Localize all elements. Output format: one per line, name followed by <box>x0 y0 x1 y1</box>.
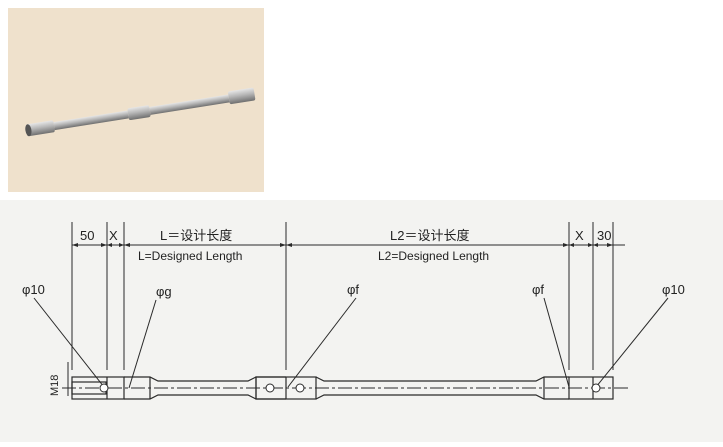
pin-hole <box>99 383 109 393</box>
pin-hole <box>295 383 305 393</box>
product-photo <box>8 8 264 192</box>
rod-outline <box>71 376 614 400</box>
dim-x-left: X <box>109 228 118 243</box>
label-phi10-right: φ10 <box>662 282 685 297</box>
dim-L-en: L=Designed Length <box>138 249 242 263</box>
drawing-canvas: 50 X L＝设计长度 L=Designed Length L2＝设计长度 L2… <box>0 200 723 442</box>
pin-hole <box>265 383 275 393</box>
dim-L2-en: L2=Designed Length <box>378 249 489 263</box>
drawing-background <box>0 200 723 442</box>
dim-50: 50 <box>80 228 94 243</box>
leader-line <box>128 299 157 389</box>
pin-hole <box>591 383 601 393</box>
right-end <box>568 376 614 400</box>
rod-photo-body <box>25 87 256 137</box>
tie-rod-photo <box>8 8 264 192</box>
leader-line <box>595 297 669 388</box>
label-m18: M18 <box>49 375 61 396</box>
label-phi10-left: φ10 <box>22 282 45 297</box>
dim-x-right: X <box>575 228 584 243</box>
label-phif-right: φf <box>532 282 544 297</box>
dim-L2-cn: L2＝设计长度 <box>390 228 469 243</box>
label-phig: φg <box>156 284 172 299</box>
label-phif-mid: φf <box>347 282 359 297</box>
leader-line <box>33 297 105 388</box>
dim-L-cn: L＝设计长度 <box>160 228 232 243</box>
leader-line <box>543 297 570 388</box>
dim-30: 30 <box>597 228 611 243</box>
technical-drawing: 50 X L＝设计长度 L=Designed Length L2＝设计长度 L2… <box>0 200 723 442</box>
leader-line <box>287 297 357 388</box>
